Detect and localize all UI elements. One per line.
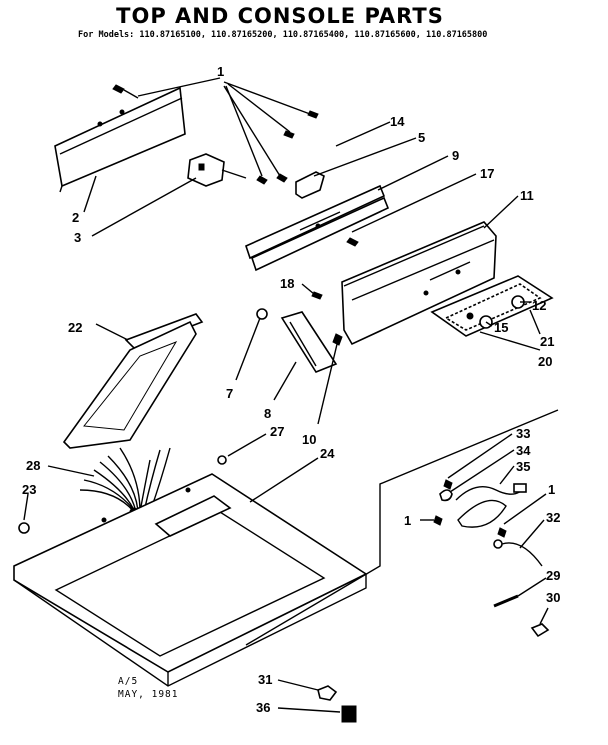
callout-24: 24	[320, 446, 335, 461]
part-1-screws	[112, 84, 319, 185]
callout-5: 5	[418, 130, 425, 145]
callout-23: 23	[22, 482, 36, 497]
callout-12: 12	[532, 298, 546, 313]
callout-11: 11	[520, 188, 534, 203]
part-20-21-plate	[430, 275, 554, 337]
part-9-17-rail	[245, 184, 390, 272]
part-22-panel	[62, 313, 204, 449]
callout-10: 10	[302, 432, 316, 447]
part-33-screw	[443, 479, 453, 490]
part-34-terminal	[439, 489, 453, 502]
callout-32: 32	[546, 510, 560, 525]
part-5-bracket	[295, 171, 325, 199]
callout-36: 36	[256, 700, 270, 715]
callout-14: 14	[390, 114, 405, 129]
callout-33: 33	[516, 426, 530, 441]
callout-21: 21	[540, 334, 554, 349]
callout-22: 22	[68, 320, 82, 335]
callout-1: 1	[217, 64, 224, 79]
part-18-screw	[311, 291, 323, 300]
part-24-top	[13, 473, 368, 687]
callout-9: 9	[452, 148, 459, 163]
callout-35: 35	[516, 459, 530, 474]
part-8-end-cap	[280, 311, 338, 373]
part-7-knob	[256, 308, 268, 320]
callout-27: 27	[270, 424, 284, 439]
callout-17: 17	[480, 166, 494, 181]
footer-date: MAY, 1981	[118, 689, 179, 700]
callout-29: 29	[546, 568, 560, 583]
callout-28: 28	[26, 458, 40, 473]
part-11-console	[341, 221, 497, 346]
diagram-title: TOP AND CONSOLE PARTS	[116, 4, 444, 28]
callout-15: 15	[494, 320, 508, 335]
part-23-bumper	[18, 522, 30, 534]
part-1-screw-lower	[433, 515, 443, 526]
callout-1-left: 1	[404, 513, 411, 528]
callout-18: 18	[280, 276, 294, 291]
part-35-cord	[455, 483, 527, 528]
part-10-clip	[332, 333, 343, 346]
callout-7: 7	[226, 386, 233, 401]
callout-1-right: 1	[548, 482, 555, 497]
callout-2: 2	[72, 210, 79, 225]
model-numbers: For Models: 110.87165100, 110.87165200, …	[78, 30, 488, 40]
callout-labels: 1 2 3 14 5 9 17 11 12 15 21 20 18 22 7 8…	[22, 64, 560, 715]
part-27-clip	[217, 455, 227, 465]
footer-code: A/5	[118, 676, 139, 687]
part-3-switch	[187, 153, 247, 187]
callout-34: 34	[516, 443, 531, 458]
part-36-connector	[341, 705, 357, 723]
part-32-wire	[493, 527, 543, 567]
part-31-bushing	[317, 685, 338, 701]
part-30-clamp	[530, 623, 550, 638]
part-29-rod	[493, 594, 519, 608]
callout-3: 3	[74, 230, 81, 245]
callout-20: 20	[538, 354, 552, 369]
callout-31: 31	[258, 672, 272, 687]
component-group-border	[245, 409, 559, 646]
callout-30: 30	[546, 590, 560, 605]
callout-8: 8	[264, 406, 271, 421]
leader-lines	[23, 77, 549, 713]
part-2-end-bracket	[54, 86, 186, 193]
